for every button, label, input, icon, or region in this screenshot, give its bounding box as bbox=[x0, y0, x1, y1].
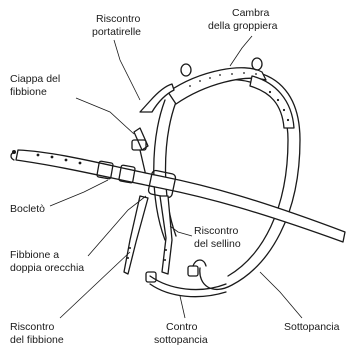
crupper-strap bbox=[168, 58, 294, 128]
leader-ciappa-fibbione bbox=[76, 98, 134, 134]
leader-sottopancia bbox=[260, 272, 302, 318]
label-cambra-groppiera: Cambra della groppiera bbox=[208, 7, 278, 32]
belly-band bbox=[11, 150, 345, 242]
label-riscontro-portatirelle: Riscontro portatirelle bbox=[92, 13, 143, 38]
leader-contro-sottopancia bbox=[180, 296, 185, 318]
terret-strap bbox=[140, 84, 174, 112]
label-fibbione-doppia: Fibbione a doppia orecchia bbox=[10, 249, 84, 274]
label-sottopancia: Sottopancia bbox=[284, 321, 340, 333]
lower-girth-strap bbox=[146, 260, 226, 297]
label-riscontro-sellino: Riscontro del sellino bbox=[194, 225, 241, 250]
label-riscontro-fibbione: Riscontro del fibbione bbox=[10, 321, 64, 346]
label-bocleto: Bocletò bbox=[10, 203, 45, 215]
label-contro-sottopancia: Contro sottopancia bbox=[154, 321, 208, 346]
leader-cambra-groppiera bbox=[230, 36, 252, 66]
leader-bocleto bbox=[50, 180, 108, 206]
leader-riscontro-portatirelle bbox=[114, 40, 140, 100]
label-ciappa-fibbione: Ciappa del fibbione bbox=[10, 73, 63, 98]
